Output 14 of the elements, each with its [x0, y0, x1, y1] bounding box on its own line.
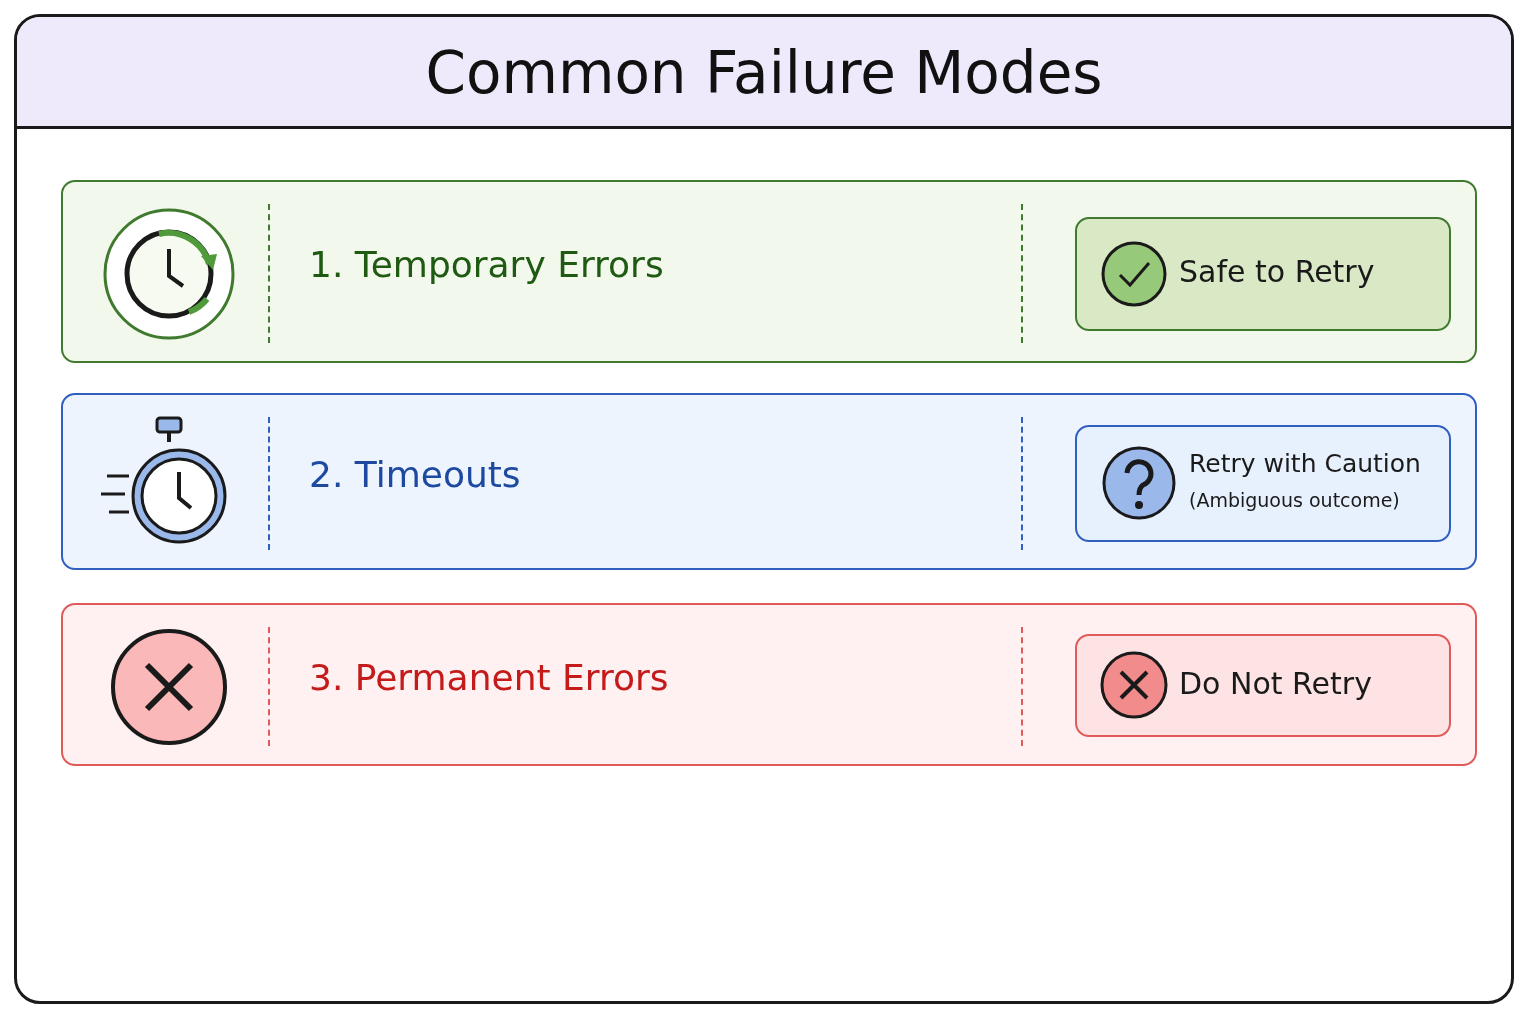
row-card	[61, 603, 1477, 766]
title: Common Failure Modes	[424, 39, 1104, 107]
verdict-note: (Ambiguous outcome)	[1189, 489, 1400, 511]
verdict-text: Safe to Retry	[1179, 254, 1375, 289]
row-title: 3. Permanent Errors	[309, 656, 669, 698]
verdict-text: Do Not Retry	[1179, 665, 1372, 701]
verdict-box	[1075, 217, 1451, 331]
verdict-box	[1075, 425, 1451, 542]
row-title: 1. Temporary Errors	[309, 243, 664, 285]
row-card	[61, 393, 1477, 570]
verdict-text: Retry with Caution	[1189, 449, 1421, 478]
verdict-box	[1075, 634, 1451, 737]
row-title: 2. Timeouts	[309, 453, 521, 495]
row-card	[61, 180, 1477, 363]
